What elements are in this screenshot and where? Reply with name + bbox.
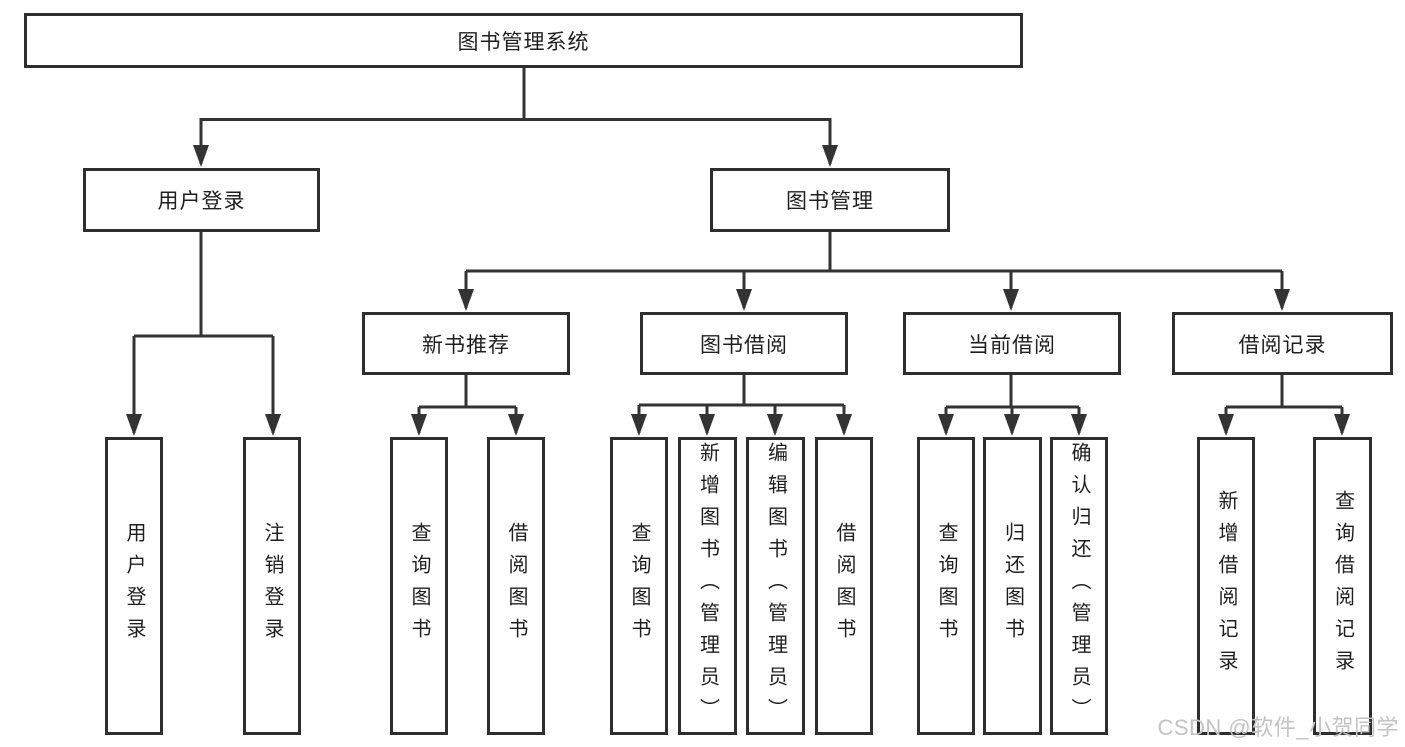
leaf-query-books-2: 查询图书 bbox=[610, 437, 668, 735]
node-current-borrow: 当前借阅 bbox=[903, 312, 1121, 375]
leaf-label: 借阅图书 bbox=[505, 522, 527, 650]
node-book-management: 图书管理 bbox=[710, 168, 950, 232]
leaf-label: 注销登录 bbox=[261, 522, 283, 650]
leaf-confirm-return-admin: 确认归还（管理员） bbox=[1050, 437, 1108, 735]
leaf-label: 新增图书（管理员） bbox=[696, 442, 719, 730]
leaf-label: 用户登录 bbox=[123, 522, 145, 650]
leaf-borrow-books-1: 借阅图书 bbox=[487, 437, 545, 735]
leaf-label: 查询图书 bbox=[408, 522, 430, 650]
leaf-label: 借阅图书 bbox=[833, 522, 855, 650]
leaf-label: 查询借阅记录 bbox=[1331, 490, 1354, 682]
node-user-login-label: 用户登录 bbox=[157, 190, 246, 213]
node-root-system: 图书管理系统 bbox=[24, 13, 1023, 68]
node-new-book-recommend: 新书推荐 bbox=[362, 312, 570, 375]
leaf-borrow-books-2: 借阅图书 bbox=[815, 437, 873, 735]
leaf-query-books-1: 查询图书 bbox=[390, 437, 448, 735]
leaf-label: 编辑图书（管理员） bbox=[764, 442, 787, 730]
watermark: CSDN @软件_小贺同学 bbox=[1157, 715, 1399, 740]
leaf-label: 查询图书 bbox=[935, 522, 957, 650]
leaf-logout: 注销登录 bbox=[243, 437, 301, 735]
node-new-book-recommend-label: 新书推荐 bbox=[422, 333, 510, 357]
node-borrow-record-label: 借阅记录 bbox=[1238, 333, 1327, 357]
leaf-user-login: 用户登录 bbox=[105, 437, 163, 735]
node-user-login: 用户登录 bbox=[83, 168, 320, 232]
leaf-add-borrow-record: 新增借阅记录 bbox=[1197, 437, 1255, 735]
leaf-label: 新增借阅记录 bbox=[1215, 490, 1237, 682]
node-book-management-label: 图书管理 bbox=[786, 190, 874, 213]
node-book-borrow: 图书借阅 bbox=[640, 312, 848, 375]
leaf-query-books-3: 查询图书 bbox=[917, 437, 975, 735]
node-borrow-record: 借阅记录 bbox=[1172, 312, 1393, 375]
leaf-add-book-admin: 新增图书（管理员） bbox=[678, 437, 737, 735]
leaf-label: 归还图书 bbox=[1001, 522, 1024, 650]
arrowheads bbox=[126, 145, 1350, 436]
leaf-label: 查询图书 bbox=[628, 522, 650, 650]
node-root-label: 图书管理系统 bbox=[457, 30, 590, 54]
node-current-borrow-label: 当前借阅 bbox=[968, 333, 1056, 357]
leaf-return-book: 归还图书 bbox=[983, 437, 1042, 735]
node-book-borrow-label: 图书借阅 bbox=[700, 333, 788, 357]
leaf-query-borrow-record: 查询借阅记录 bbox=[1313, 437, 1372, 735]
leaf-label: 确认归还（管理员） bbox=[1068, 442, 1090, 730]
leaf-edit-book-admin: 编辑图书（管理员） bbox=[746, 437, 805, 735]
connector-paths bbox=[132, 68, 1344, 433]
